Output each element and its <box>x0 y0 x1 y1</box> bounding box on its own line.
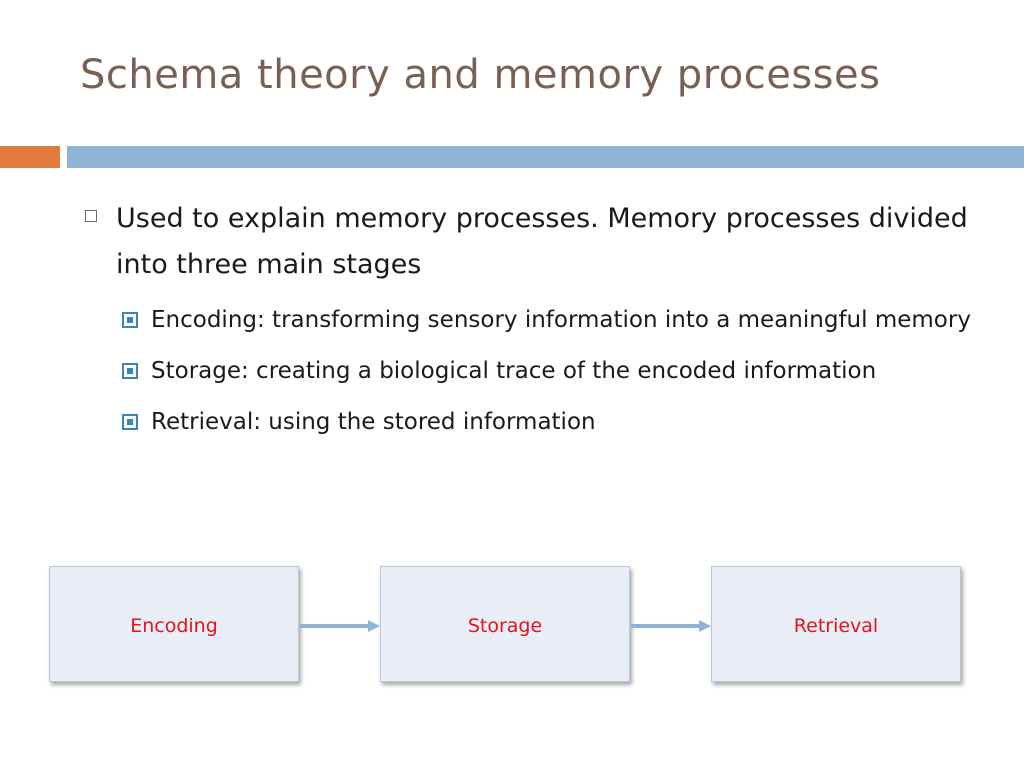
sub-bullet-list: Encoding: transforming sensory informati… <box>80 300 980 443</box>
slide-title: Schema theory and memory processes <box>80 52 881 98</box>
flow-box-storage: Storage <box>380 566 630 682</box>
flow-label-retrieval: Retrieval <box>793 615 879 637</box>
flow-label-storage: Storage <box>467 615 543 637</box>
hollow-square-icon <box>85 210 97 222</box>
sub-bullet-text: Storage: creating a biological trace of … <box>151 358 877 384</box>
filled-square-icon <box>122 312 138 328</box>
bullet-main-text: Used to explain memory processes. Memory… <box>116 203 968 280</box>
slide-content: Used to explain memory processes. Memory… <box>80 196 980 453</box>
flow-label-encoding: Encoding <box>130 615 218 637</box>
sub-bullet-encoding: Encoding: transforming sensory informati… <box>118 300 980 341</box>
sub-bullet-retrieval: Retrieval: using the stored information <box>118 402 980 443</box>
filled-square-icon <box>122 363 138 379</box>
arrow-right-icon <box>300 620 380 632</box>
sub-bullet-text: Encoding: transforming sensory informati… <box>151 307 971 333</box>
sub-bullet-storage: Storage: creating a biological trace of … <box>118 351 980 392</box>
filled-square-icon <box>122 414 138 430</box>
flow-box-retrieval: Retrieval <box>711 566 961 682</box>
sub-bullet-text: Retrieval: using the stored information <box>151 409 596 435</box>
bullet-level-1: Used to explain memory processes. Memory… <box>80 196 980 288</box>
arrow-right-icon <box>631 620 711 632</box>
flow-box-encoding: Encoding <box>49 566 299 682</box>
accent-bar-orange <box>0 146 60 168</box>
accent-bar-blue <box>67 146 1024 168</box>
